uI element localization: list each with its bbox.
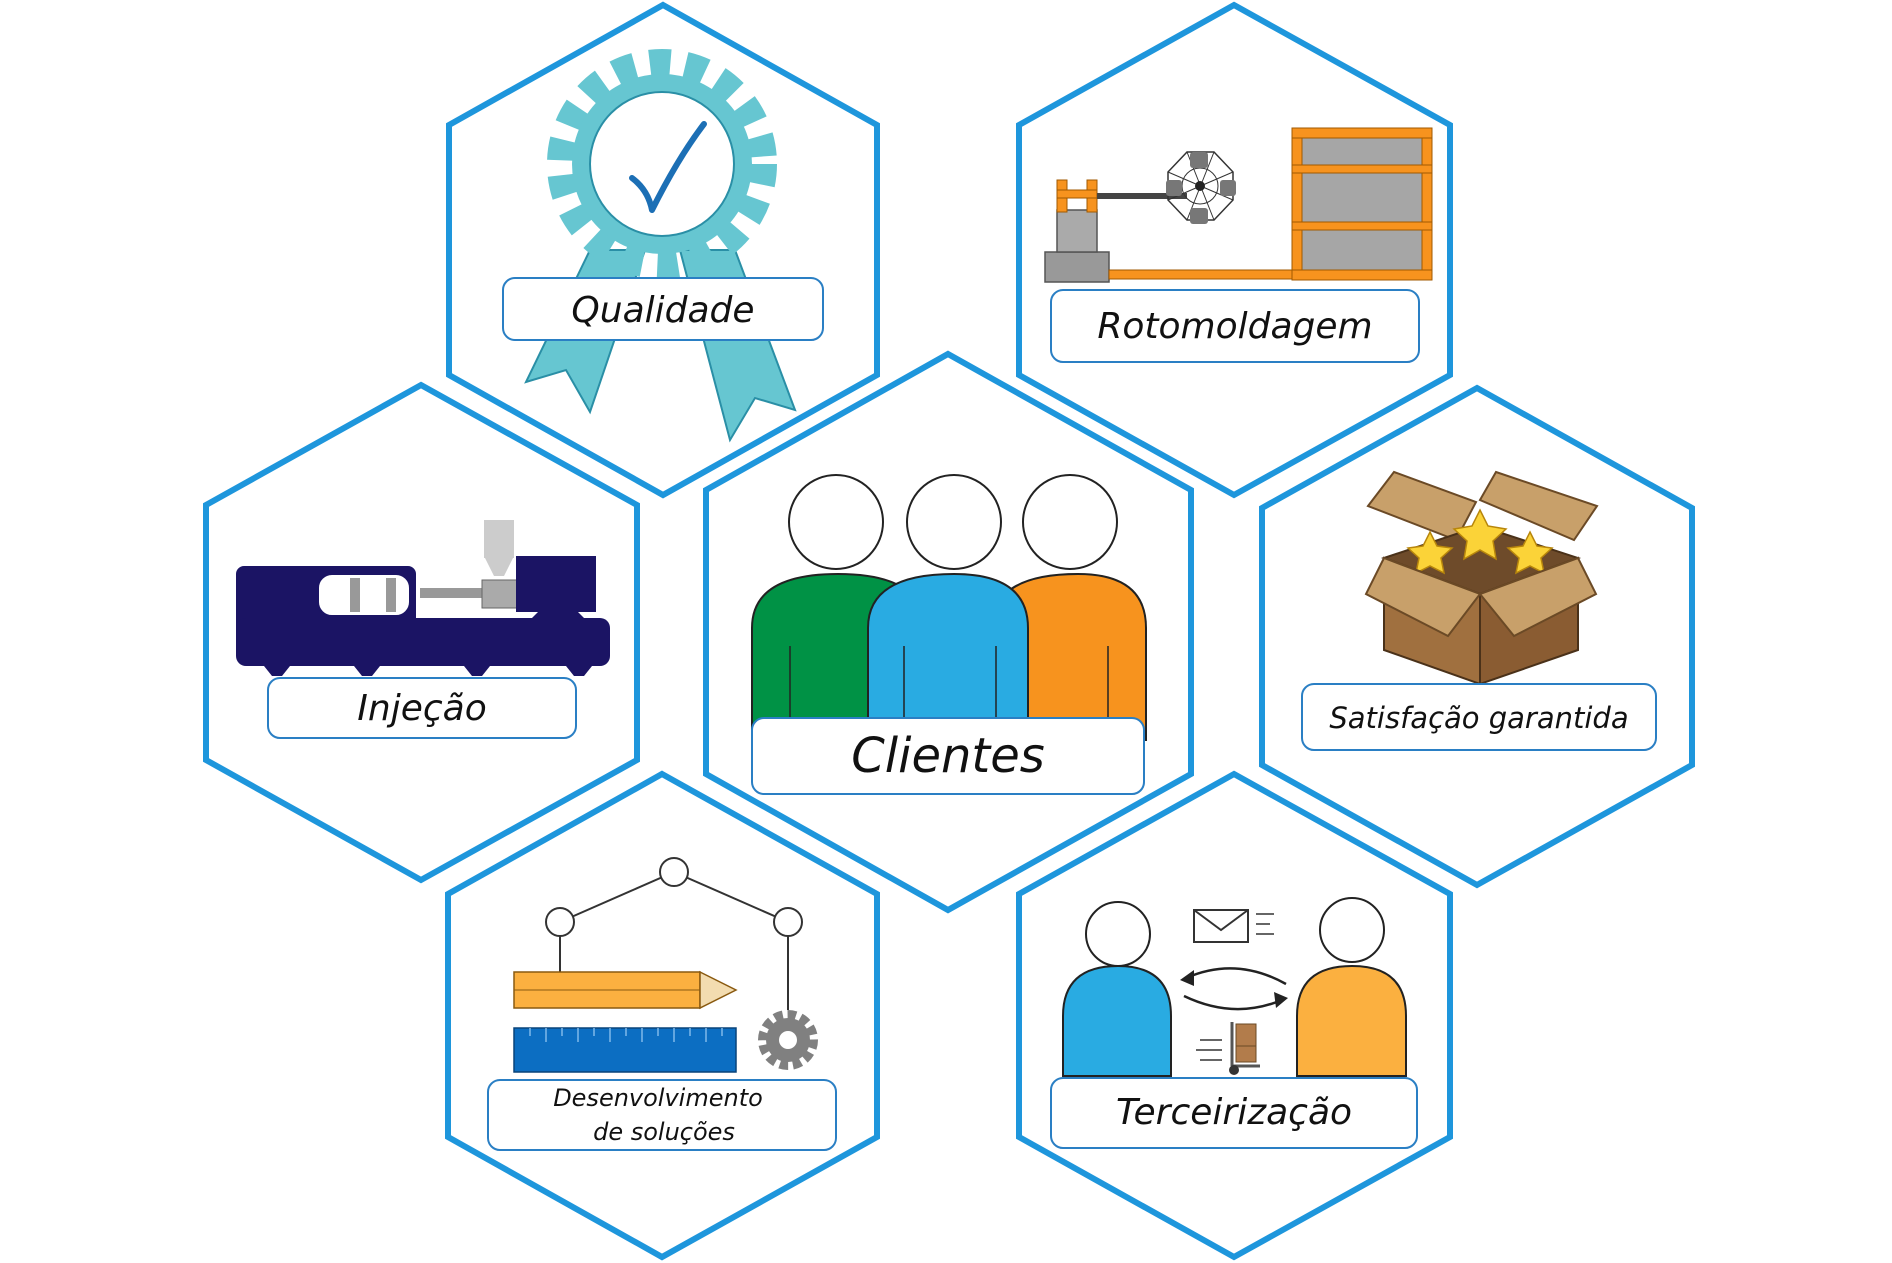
gold-stars-icon [1406, 508, 1554, 575]
ruler-icon [513, 1027, 737, 1073]
pencil-icon [513, 970, 738, 1010]
label-desenvolvimento-line2: de soluções [593, 1118, 735, 1146]
exchange-arrows-icon [1180, 967, 1288, 1011]
person-left-icon [1062, 964, 1172, 1077]
label-desenvolvimento-line1: Desenvolvimento [553, 1084, 763, 1112]
label-qualidade: Qualidade [571, 290, 754, 331]
three-people-icon [751, 474, 1147, 741]
envelope-icon [1193, 909, 1274, 943]
robotic-arm-diagram-icon [545, 857, 803, 1010]
hand-truck-icon [1196, 1022, 1260, 1075]
hex-desenvolvimento: Desenvolvimento de soluções [445, 770, 880, 1261]
label-satisfacao: Satisfação garantida [1329, 701, 1628, 735]
gear-ring [547, 49, 777, 279]
star-box-icon [1364, 470, 1599, 686]
hex-rotomoldagem: Rotomoldagem [1016, 1, 1453, 499]
design-tools-icon [513, 857, 818, 1073]
rotomolding-machine-icon [1044, 127, 1433, 283]
hex-qualidade: Qualidade [446, 1, 880, 499]
label-rotomoldagem: Rotomoldagem [1097, 306, 1372, 347]
gear-icon [758, 1010, 818, 1070]
label-box-satisfacao [1301, 683, 1657, 751]
hex-clientes: Clientes [703, 350, 1194, 914]
hex-injecao: Injeção [203, 381, 640, 884]
label-box-qualidade [502, 277, 824, 341]
label-box-rotomoldagem [1050, 289, 1420, 363]
hex-terceirizacao: Terceirização [1016, 770, 1453, 1261]
label-box-clientes [751, 717, 1145, 795]
label-terceirizacao: Terceirização [1116, 1092, 1352, 1133]
hex-satisfacao: Satisfação garantida [1259, 384, 1695, 889]
outsourcing-exchange-icon [1062, 897, 1407, 1077]
rotating-mold-wheel-icon [1166, 151, 1236, 224]
label-injecao: Injeção [357, 688, 486, 729]
shelf-rack-icon [1291, 127, 1433, 281]
label-box-desenvolvimento [487, 1079, 837, 1151]
injection-molding-machine-icon [236, 520, 610, 676]
person-blue-icon [867, 572, 1029, 741]
label-clientes: Clientes [851, 728, 1045, 784]
checkmark-icon [629, 121, 707, 213]
label-box-injecao [267, 677, 577, 739]
label-box-terceirizacao [1050, 1077, 1418, 1149]
hex-desenvolvimento-border [445, 770, 880, 1261]
person-right-icon [1296, 964, 1407, 1077]
